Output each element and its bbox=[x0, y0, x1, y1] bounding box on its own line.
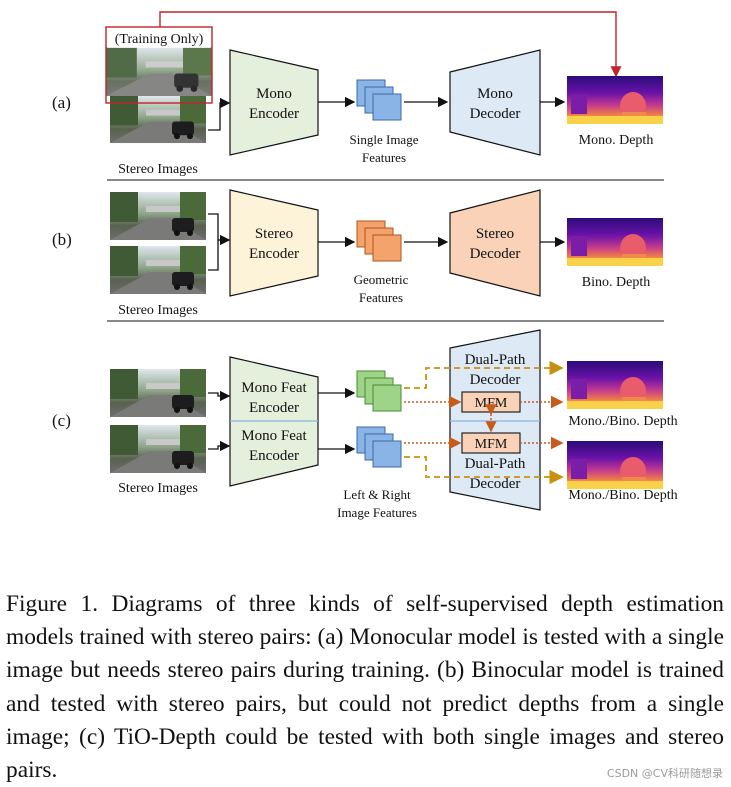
bino-depth-map bbox=[567, 218, 663, 266]
stereo-image-left bbox=[110, 369, 206, 417]
stereo-image-right bbox=[110, 425, 206, 473]
left-right-features-label: Left & Right bbox=[343, 487, 411, 502]
right-image-features-icon bbox=[356, 426, 402, 468]
mono-bino-depth-map-bottom bbox=[567, 441, 663, 489]
row-b-label: (b) bbox=[52, 230, 72, 249]
image-right-to-encoder bbox=[208, 440, 231, 452]
dual-path-decoder-top-label-2: Decoder bbox=[470, 372, 521, 388]
figure-caption: Figure 1. Diagrams of three kinds of sel… bbox=[6, 591, 724, 784]
stereo-decoder-label: Stereo bbox=[476, 226, 514, 242]
mono-depth-label: Mono. Depth bbox=[579, 133, 654, 148]
left-image-features-icon bbox=[356, 370, 402, 412]
mono-decoder-label-2: Decoder bbox=[470, 106, 521, 122]
mono-decoder-label: Mono bbox=[477, 86, 513, 102]
mono-encoder-label: Mono bbox=[256, 86, 292, 102]
image-to-encoder-arrow bbox=[208, 97, 231, 131]
single-image-features-label: Single Image bbox=[350, 132, 419, 147]
mono-path-bottom-dashed bbox=[404, 456, 564, 485]
dual-path-decoder-top-label: Dual-Path bbox=[465, 352, 526, 368]
training-supervision-line bbox=[159, 11, 622, 78]
image-right-to-encoder bbox=[208, 234, 231, 271]
stereo-image-left-training bbox=[106, 47, 212, 96]
dual-path-decoder-bottom-label-2: Decoder bbox=[470, 476, 521, 492]
stereo-decoder-block bbox=[449, 189, 541, 297]
row-a-label: (a) bbox=[52, 93, 71, 112]
training-only-box bbox=[105, 26, 213, 104]
stereo-encoder-label-2: Encoder bbox=[249, 246, 299, 262]
left-right-features-label-2: Image Features bbox=[337, 505, 417, 520]
mono-bino-depth-top-label: Mono./Bino. Depth bbox=[568, 414, 677, 429]
mono-path-top-dashed bbox=[404, 360, 564, 389]
geometric-features-label: Geometric bbox=[354, 272, 409, 287]
geometric-features-label-2: Features bbox=[359, 290, 403, 305]
mono-bino-depth-map-top bbox=[567, 361, 663, 409]
mono-encoder-label-2: Encoder bbox=[249, 106, 299, 122]
mono-bino-depth-bottom-label: Mono./Bino. Depth bbox=[568, 488, 677, 503]
mfm-top-label: MFM bbox=[475, 396, 508, 411]
stereo-encoder-block bbox=[229, 189, 319, 297]
stereo-images-caption: Stereo Images bbox=[118, 162, 198, 177]
mono-decoder-block bbox=[449, 49, 541, 156]
mono-feat-encoder-top-label: Mono Feat bbox=[241, 380, 307, 396]
single-image-features-label-2: Features bbox=[362, 150, 406, 165]
mono-feat-encoder-top-label-2: Encoder bbox=[249, 400, 299, 416]
stereo-encoder-label: Stereo bbox=[255, 226, 293, 242]
geometric-features-icon bbox=[356, 220, 402, 262]
stereo-images-caption: Stereo Images bbox=[118, 481, 198, 496]
row-c: (c) Stereo Images Mono Feat Encoder Mono… bbox=[52, 329, 678, 520]
image-left-to-encoder bbox=[208, 213, 229, 241]
mono-encoder-block bbox=[229, 49, 319, 156]
image-left-to-encoder bbox=[208, 390, 231, 402]
mfm-bottom-label: MFM bbox=[475, 437, 508, 452]
stereo-image-right bbox=[110, 246, 206, 294]
single-image-features-icon bbox=[356, 79, 402, 121]
row-a: (a) (Training Only) Stereo Images Mono E… bbox=[52, 11, 663, 177]
watermark: CSDN @CV科研随想录 bbox=[606, 767, 723, 780]
method-diagram: (a) (Training Only) Stereo Images Mono E… bbox=[52, 11, 678, 520]
stereo-decoder-label-2: Decoder bbox=[470, 246, 521, 262]
training-only-label: (Training Only) bbox=[115, 32, 204, 47]
row-c-label: (c) bbox=[52, 411, 71, 430]
bino-depth-label: Bino. Depth bbox=[582, 275, 650, 290]
stereo-image-left bbox=[110, 192, 206, 240]
mono-feat-encoder-bottom-label-2: Encoder bbox=[249, 448, 299, 464]
mono-depth-map bbox=[567, 76, 663, 124]
mono-feat-encoder-bottom-label: Mono Feat bbox=[241, 428, 307, 444]
row-b: (b) Stereo Images Stereo Encoder Geometr… bbox=[52, 189, 663, 318]
dual-path-decoder-bottom-label: Dual-Path bbox=[465, 456, 526, 472]
stereo-images-caption: Stereo Images bbox=[118, 303, 198, 318]
